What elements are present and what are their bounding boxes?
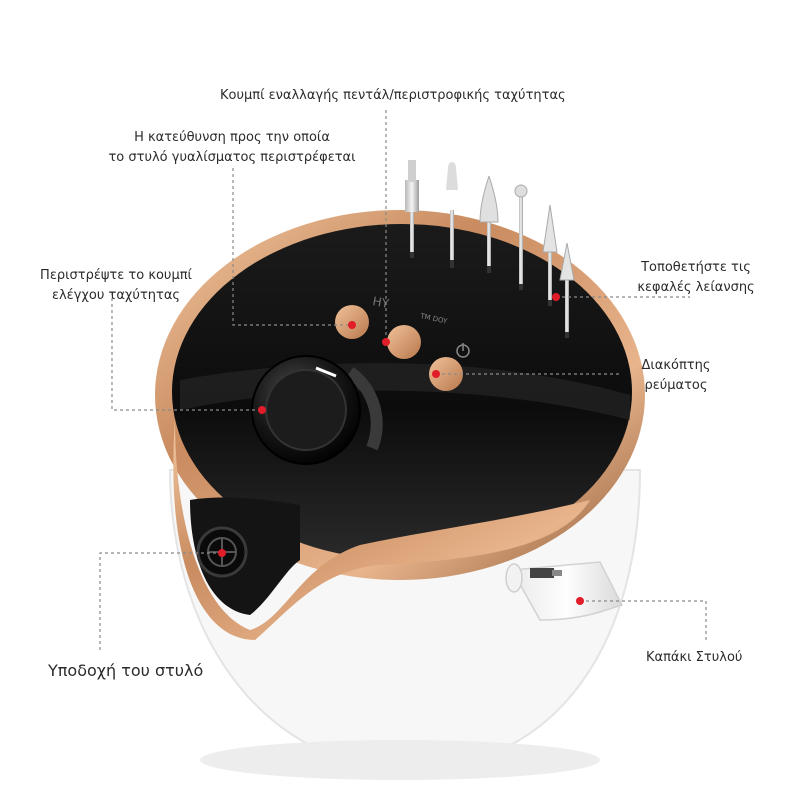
label-power-line2: ρεύματος [644, 378, 708, 393]
front-lip [173, 420, 590, 640]
label-heads-line2: κεφαλές λείανσης [637, 280, 755, 295]
speed-scale [346, 367, 383, 451]
label-direction: Η κατεύθυνση προς την οποία το στυλό γυα… [82, 128, 382, 168]
pen-cap [505, 561, 624, 621]
label-speed-knob-line1: Περιστρέψτε το κουμπί [40, 268, 192, 283]
label-pen-cap: Καπάκι Στυλού [646, 650, 743, 665]
speed-knob-indicator [315, 366, 337, 378]
label-pedal-switch: Κουμπί εναλλαγής πεντάλ/περιστροφικής τα… [220, 88, 566, 103]
leader-pen-cap [580, 600, 707, 642]
button-left-text: HY [371, 294, 390, 311]
power-button [429, 357, 463, 391]
label-heads: Τοποθετήστε τις κεφαλές λείανσης [620, 258, 772, 298]
leader-speed-knob [111, 292, 262, 411]
marker-speed-knob [258, 406, 266, 414]
label-power: Διακόπτης ρεύματος [622, 356, 730, 396]
leader-direction [232, 168, 352, 326]
label-direction-line1: Η κατεύθυνση προς την οποία [134, 130, 330, 145]
grinding-bits [405, 160, 575, 338]
marker-heads [552, 293, 560, 301]
marker-dots [218, 293, 584, 605]
marker-power [432, 370, 440, 378]
top-panel [172, 224, 632, 560]
label-pen-holder: Υποδοχή του στυλό [48, 661, 204, 680]
direction-button [387, 325, 421, 359]
marker-pen-holder [218, 549, 226, 557]
marker-pen-cap [576, 597, 584, 605]
label-speed-knob-line2: ελέγχου ταχύτητας [51, 288, 181, 303]
label-speed-knob: Περιστρέψτε το κουμπί ελέγχου ταχύτητας [30, 266, 202, 306]
leader-pen-holder [99, 552, 222, 652]
label-direction-line2: το στυλό γυαλίσματος περιστρέφεται [108, 150, 356, 165]
marker-pedal-switch [382, 338, 390, 346]
label-power-line1: Διακόπτης [641, 358, 711, 373]
label-heads-line1: Τοποθετήστε τις [641, 260, 751, 275]
leader-lines [99, 110, 707, 652]
marker-direction [348, 321, 356, 329]
device-base-shadow [200, 740, 600, 780]
